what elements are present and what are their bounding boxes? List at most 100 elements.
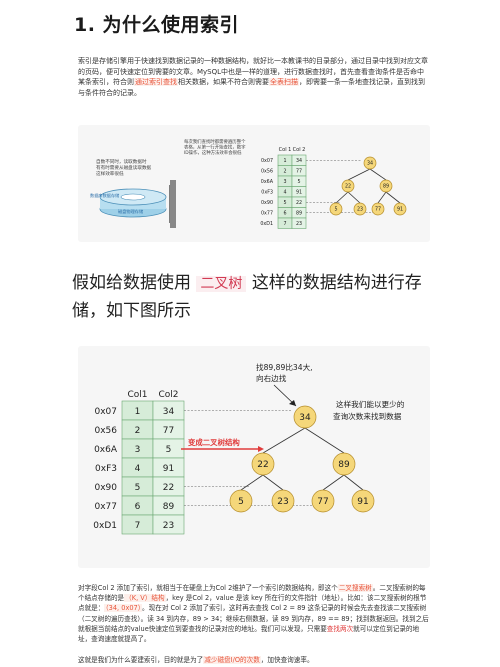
cell-col1-value: 1: [135, 407, 141, 417]
table-cell-col2: [291, 217, 307, 229]
cell-col2-value: 34: [163, 407, 175, 417]
tree-edge: [262, 474, 284, 491]
fig1-left-note-l1: 自数不同时，读取数据时: [96, 158, 147, 165]
col1-header: Col 1: [279, 147, 292, 153]
cell-col2-value: 22: [296, 200, 302, 206]
cell-col2-value: 5: [166, 445, 172, 455]
tree-edge: [240, 474, 264, 491]
highlight-kv: （K, V）结构: [124, 594, 166, 603]
highlight-reduce-io: 减少磁盘I/O的次数: [203, 656, 261, 664]
tree-node-label: 23: [277, 497, 288, 507]
tree-edge: [369, 168, 387, 181]
fig1-left-note-l2: 有有时需要从磁盘读取数据: [96, 164, 152, 171]
cell-col1-value: 7: [135, 521, 141, 531]
row-address: 0xF3: [261, 190, 273, 196]
cell-col1-value: 3: [283, 179, 286, 185]
figure-no-index-svg: 自数不同时，读取数据时 有有时需要从磁盘读取数据 这样效率很低 数据库数据存储 …: [90, 138, 407, 229]
figure-no-index: 自数不同时，读取数据时 有有时需要从磁盘读取数据 这样效率很低 数据库数据存储 …: [78, 125, 430, 242]
fig1-left-note-l3: 这样效率很低: [96, 170, 124, 177]
row-address: 0x77: [261, 211, 273, 217]
tree-node-label: 89: [338, 460, 350, 470]
tree-node: [371, 202, 385, 216]
search-arrow-head: [289, 400, 296, 406]
tree-node: [329, 202, 343, 216]
cell-col2-value: 89: [163, 502, 175, 512]
tree-node-label: 91: [397, 207, 403, 213]
tree-edge: [347, 168, 371, 181]
cell-col2-value: 23: [163, 521, 174, 531]
mid-text-1: 假如给数据使用: [72, 273, 191, 293]
tree-node: [379, 179, 393, 193]
highlight-index-lookup: 通过索引查找: [134, 78, 178, 86]
tree-node: [332, 452, 356, 476]
binary-tree-intro: 假如给数据使用 二叉树 这样的数据结构进行存储，如下图所示: [72, 270, 432, 325]
disk-sublabel: 磁盘物理存储: [118, 208, 143, 215]
para2-text-5: 就可以定位到记录的地址，查询速度就提高了。: [78, 624, 420, 644]
intro-paragraph: 索引是存储引擎用于快速找到数据记录的一种数据结构，就好比一本教课书的目录部分，通…: [78, 56, 430, 98]
page-title: 1. 为什么使用索引: [74, 14, 240, 36]
tree-node-label: 77: [375, 207, 381, 213]
intro-text-1: 索引是存储引擎用于快速找到数据记录的一种数据结构，就好比一本教课书的目录部分，通…: [78, 57, 428, 86]
col2-header: Col2: [158, 390, 178, 400]
right-note-1: 这样我们能以更少的: [336, 399, 405, 409]
cell-col1-value: 6: [135, 502, 141, 512]
highlight-root: （34, 0x07）: [104, 604, 143, 613]
tree-node: [293, 405, 317, 429]
col2-header: Col 2: [293, 147, 306, 153]
tree-node: [393, 202, 407, 216]
tree-edge: [343, 474, 364, 491]
btree-arrow-head: [258, 446, 264, 452]
para2-text-1: 对字段Col 2 添加了索引，就相当于在硬盘上为Col 2维护了一个索引的数据结…: [78, 584, 338, 592]
cell-col2-value: 34: [296, 158, 302, 164]
cell-col2-value: 77: [296, 169, 302, 175]
conclusion-paragraph: 这就是我们为什么要建索引，目的就是为了减少磁盘I/O的次数，加快查询速率。: [78, 655, 430, 665]
cell-col1-value: 5: [135, 483, 141, 493]
tree-edge: [322, 474, 345, 491]
cell-col2-value: 91: [296, 190, 302, 196]
tree-node-label: 77: [317, 497, 328, 507]
right-note-2: 查询次数来找到数据: [333, 411, 402, 421]
cell-col1-value: 4: [283, 190, 286, 196]
cell-col2-value: 91: [163, 464, 174, 474]
tree-edge: [335, 191, 349, 204]
tree-node-label: 5: [238, 497, 244, 507]
disk-icon: [99, 180, 176, 228]
tree-node: [229, 489, 253, 513]
cell-col1-value: 7: [283, 221, 286, 227]
tree-node: [311, 489, 335, 513]
tree-node-label: 23: [357, 207, 363, 213]
tree-edge: [385, 191, 401, 204]
row-address: 0x77: [94, 502, 117, 512]
table-cell-col2: [152, 514, 185, 535]
tree-node: [353, 202, 367, 216]
tree-node-label: 5: [334, 207, 337, 213]
cell-col2-value: 89: [296, 211, 302, 217]
fig1-top-note-l1: 每次我们查找时都需要遍历整个: [184, 138, 246, 145]
row-address: 0x07: [261, 158, 273, 164]
row-address: 0x56: [261, 169, 273, 175]
fig1-top-note: 每次我们查找时都需要遍历整个 表格，从第一行开始查找，数字 ID操作，这种方法效…: [184, 138, 247, 156]
figure-binary-tree-svg: 找89,89比34大, 向右边找 这样我们能以更少的 查询次数来找到数据 变成二…: [93, 362, 405, 535]
row-address: 0x90: [261, 200, 273, 206]
para3-text-2: ，加快查询速率。: [260, 656, 314, 664]
tree-node: [363, 156, 377, 170]
para2-text-2: 。二叉搜索树的每个结点存储的是: [78, 584, 426, 603]
row-address: 0xD1: [260, 221, 273, 227]
tree-node-label: 91: [357, 497, 368, 507]
fig1-top-note-l2: 表格，从第一行开始查找，数字: [184, 144, 246, 151]
highlight-full-scan: 全表扫描: [269, 78, 299, 86]
highlight-two-lookups: 查找两次: [326, 624, 354, 633]
cell-col1-value: 2: [135, 426, 141, 436]
cell-col1-value: 6: [283, 211, 286, 217]
fig1-top-note-l3: ID操作，这种方法效率会很低: [184, 149, 242, 156]
tree-edge: [377, 191, 387, 204]
cell-col2-value: 77: [163, 426, 174, 436]
tree-edge: [304, 427, 345, 454]
mid-text-2: 这样的数据结构进行存储，如下图所示: [72, 273, 422, 321]
search-note-2: 向右边找: [256, 373, 287, 383]
tree-node-label: 34: [367, 161, 373, 167]
